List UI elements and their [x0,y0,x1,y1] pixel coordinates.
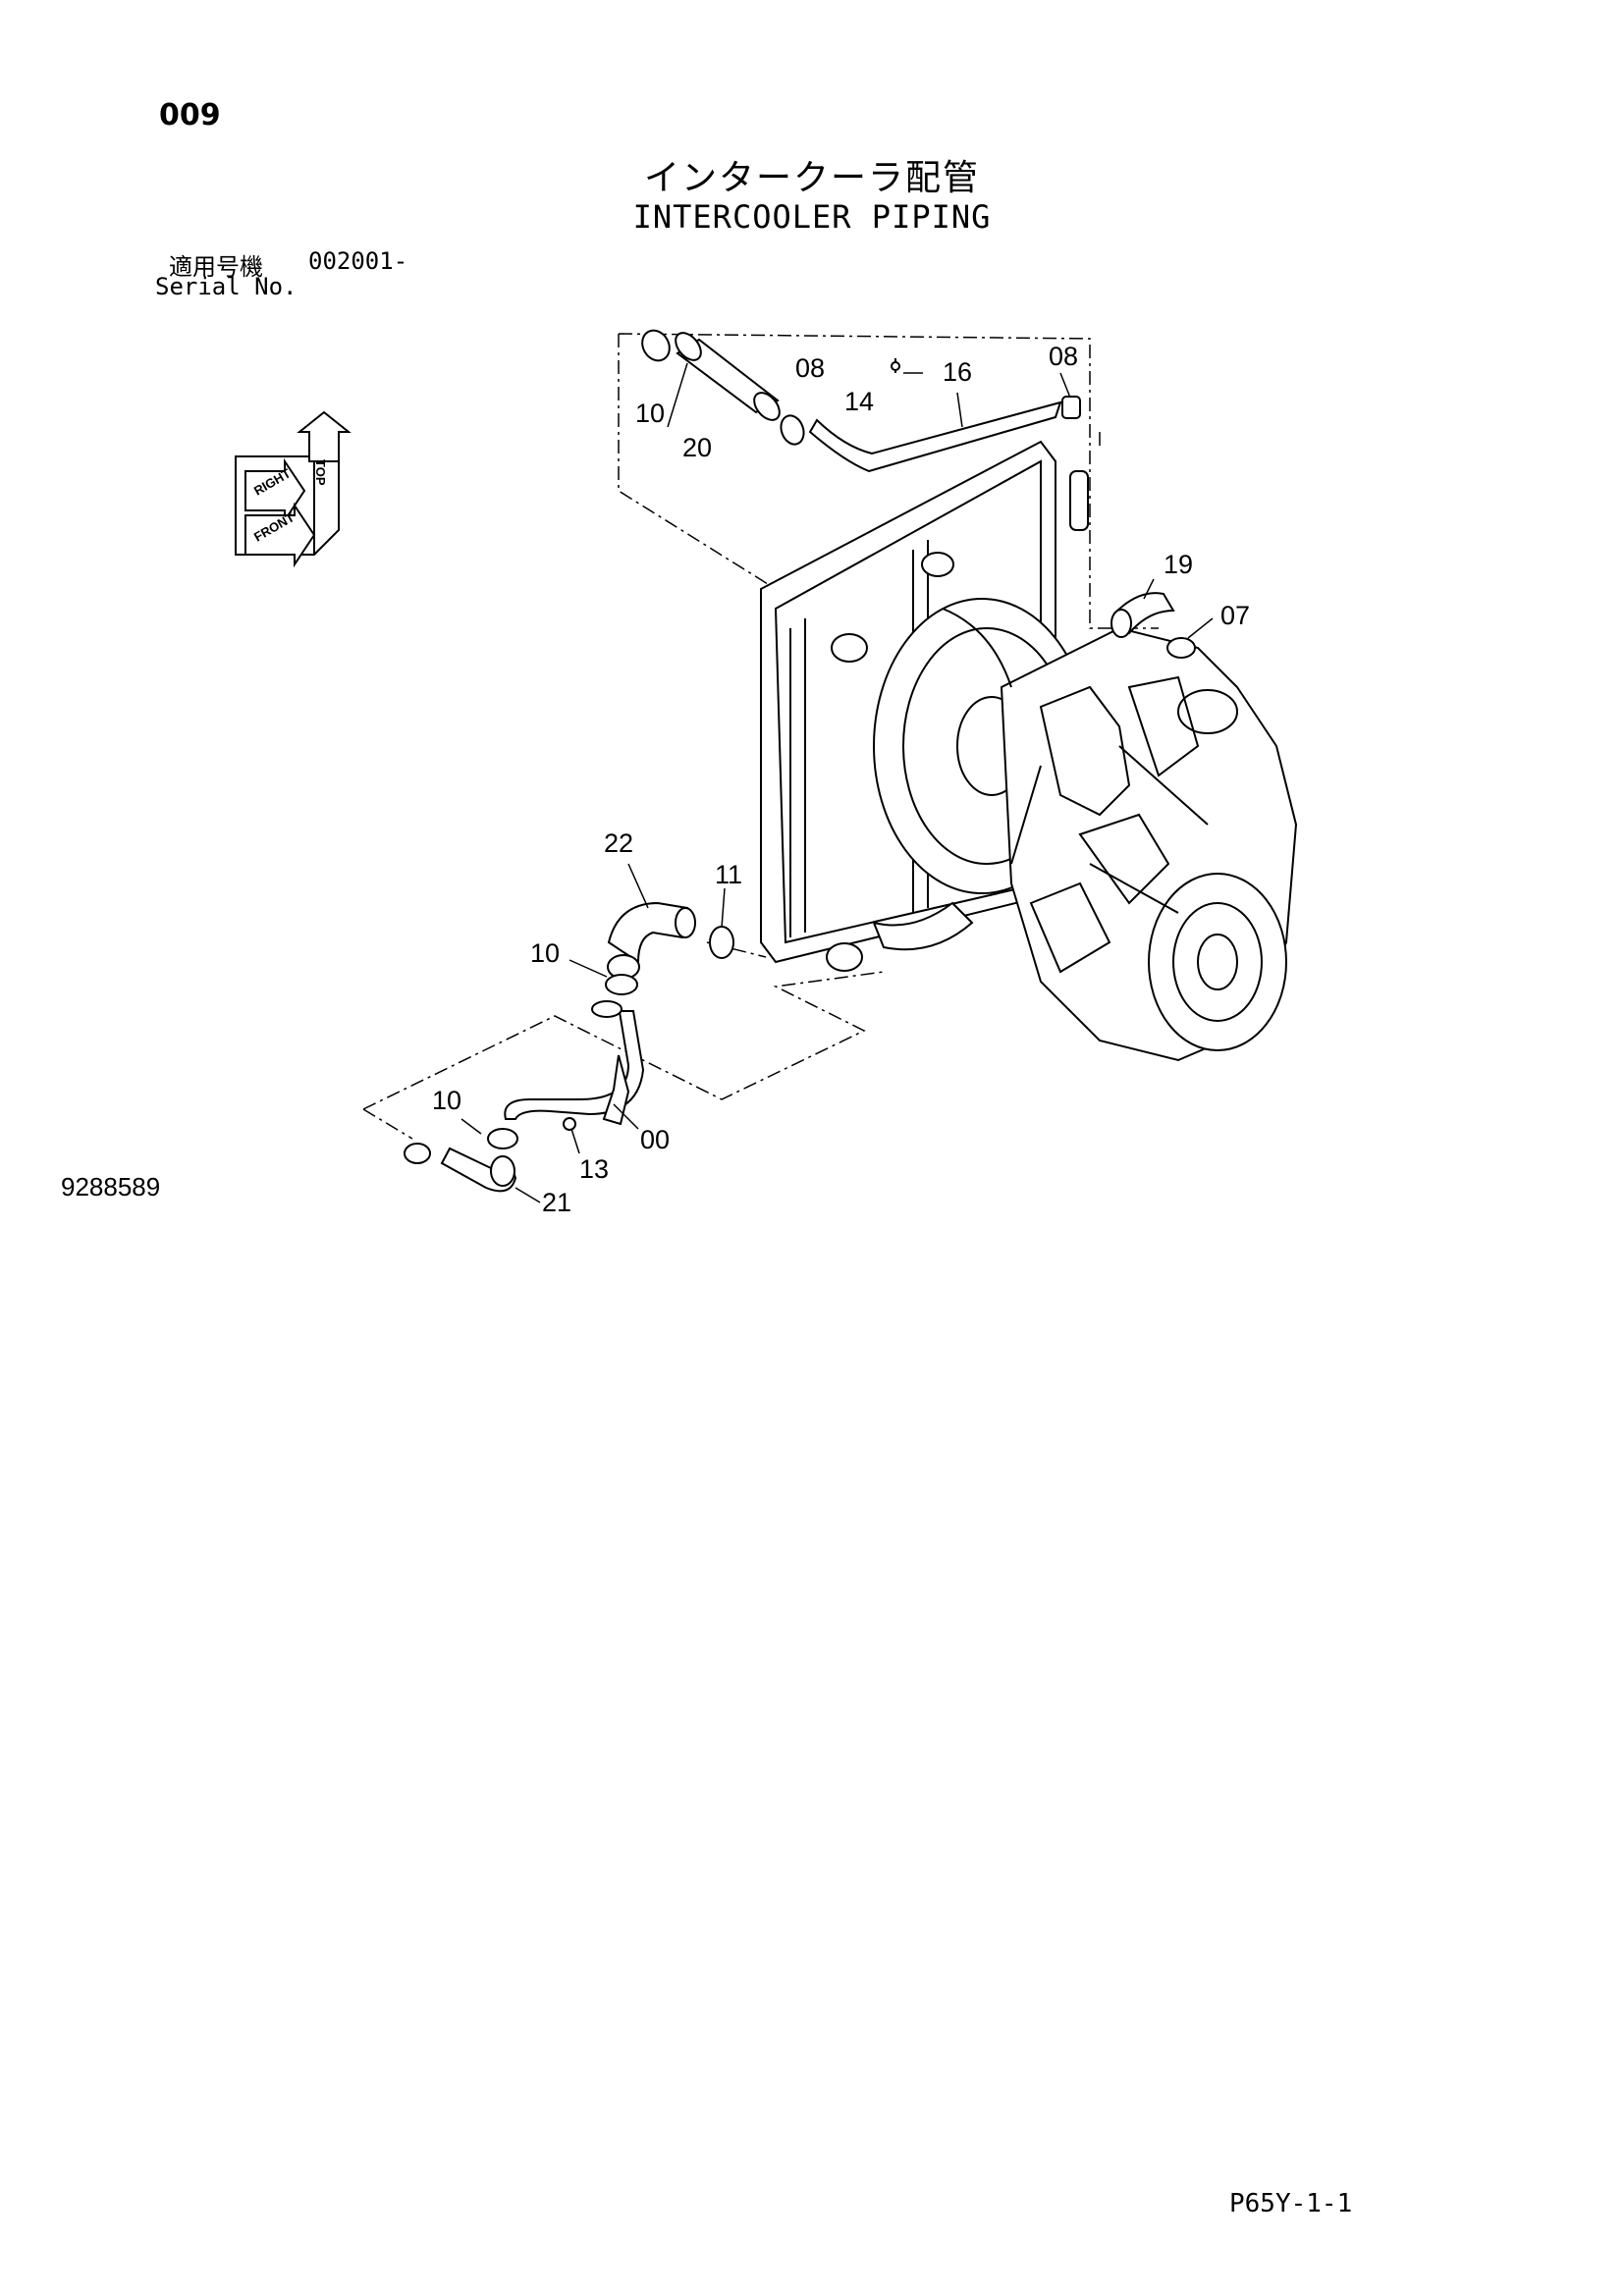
hose-19 [1110,592,1196,659]
callout-22: 22 [604,828,633,858]
callout-11: 11 [715,860,742,889]
page-code: P65Y-1-1 [1229,2189,1353,2218]
callout-08-left: 08 [795,353,825,383]
drawing-number: 9288589 [61,1172,161,1201]
callout-10-top: 10 [635,399,665,428]
leader-lines [460,362,1214,1203]
title-japanese: インタークーラ配管 [643,158,980,198]
callout-14: 14 [844,387,874,416]
hose-22 [605,901,734,995]
upper-hose-20 [641,329,805,446]
callout-21: 21 [542,1188,571,1217]
serial-label-english: Serial No. [155,273,298,300]
callout-08-right: 08 [1049,342,1078,371]
lower-hose-21 [404,1128,518,1193]
pipe-16 [808,358,1081,473]
callout-16: 16 [943,357,972,387]
serial-value: 002001- [308,247,408,275]
engine-block [872,608,1298,1062]
callout-13: 13 [579,1154,609,1184]
pipe-00 [504,1000,645,1131]
serial-label-japanese: 適用号機 [169,253,263,281]
page-number: 009 [159,98,221,133]
callout-10-bottom: 10 [432,1086,461,1115]
callout-20: 20 [682,433,712,462]
callout-00: 00 [640,1125,670,1154]
orientation-top-label: TOP [313,459,328,486]
callout-19: 19 [1164,550,1193,579]
callout-07: 07 [1220,601,1250,630]
orientation-icon: TOP RIGHT FRONT [235,410,352,568]
callout-10-middle: 10 [530,938,560,968]
title-english: INTERCOOLER PIPING [632,198,992,236]
